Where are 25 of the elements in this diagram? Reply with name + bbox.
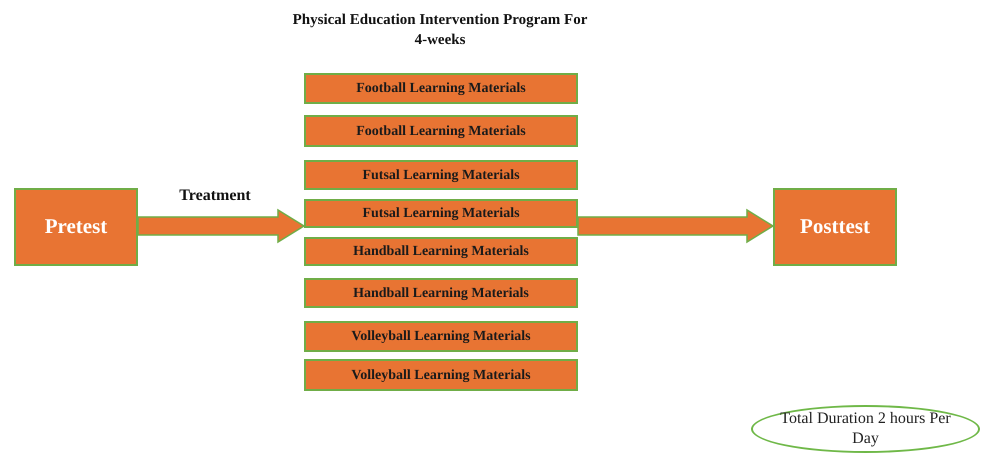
block-arrow [577,208,774,244]
material-box [304,160,578,190]
box-label: Total Duration 2 hours Per Day [779,409,952,449]
box-label: Football Learning Materials [356,124,526,138]
material-box [304,359,578,391]
title: Physical Education Intervention Program For 4-weeks [292,11,588,50]
block-arrow [137,208,306,244]
material-box [304,321,578,352]
material-box [304,115,578,147]
material-box [304,278,578,308]
test-box [773,188,897,266]
box-label: Handball Learning Materials [353,286,529,300]
test-box [14,188,138,266]
box-label: Futsal Learning Materials [362,168,520,182]
box-label: Volleyball Learning Materials [351,329,531,344]
box-label: Football Learning Materials [356,81,526,96]
box-label: Posttest [800,213,870,240]
box-label: Handball Learning Materials [353,244,529,259]
box-label: Pretest [44,213,108,240]
edge-label: Treatment [179,186,251,206]
box-label: Futsal Learning Materials [362,206,520,221]
box-label: Volleyball Learning Materials [351,368,531,382]
material-box [304,199,578,228]
material-box [304,73,578,104]
material-box [304,237,578,266]
